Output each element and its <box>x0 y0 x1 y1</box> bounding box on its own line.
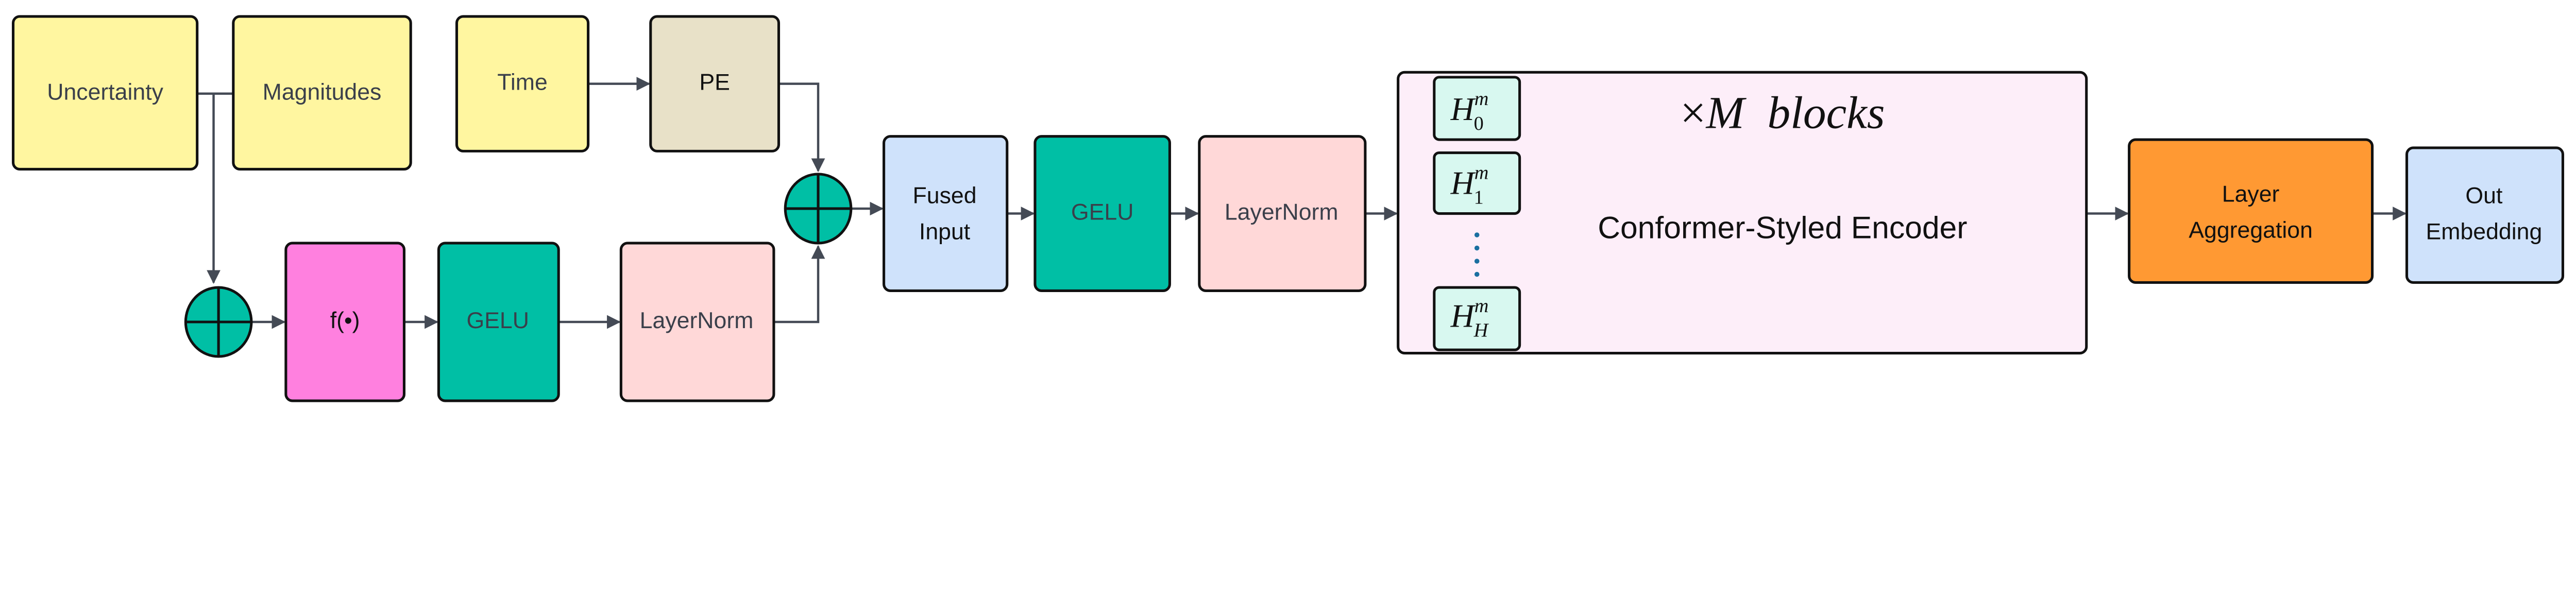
svg-text:Out: Out <box>2465 183 2503 208</box>
svg-text:Time: Time <box>497 70 548 95</box>
connections <box>197 77 2407 329</box>
layernorm-node: LayerNorm <box>1198 135 1367 292</box>
architecture-diagram: Uncertainty Magnitudes Time PE f(•) GELU… <box>11 15 2565 402</box>
svg-text:Aggregation: Aggregation <box>2189 217 2313 243</box>
svg-text:Layer: Layer <box>2222 181 2280 207</box>
uncertainty-node: Uncertainty <box>11 15 199 171</box>
svg-text:Fused: Fused <box>913 183 977 208</box>
svg-text:Hm0: Hm0 <box>1450 88 1489 134</box>
svg-text:LayerNorm: LayerNorm <box>1225 199 1338 225</box>
svg-text:Input: Input <box>919 219 971 245</box>
vertical-dots-icon <box>1474 232 1480 277</box>
out-embedding-node: Out Embedding <box>2405 146 2565 284</box>
svg-text:Embedding: Embedding <box>2426 219 2543 245</box>
svg-text:PE: PE <box>699 70 730 95</box>
svg-text:f(•): f(•) <box>330 308 360 333</box>
gelu-node: GELU <box>1033 135 1171 292</box>
layernorm-lower-node: LayerNorm <box>619 242 775 402</box>
time-node: Time <box>455 15 590 152</box>
svg-text:Uncertainty: Uncertainty <box>47 80 163 105</box>
svg-text:Magnitudes: Magnitudes <box>263 80 382 105</box>
pe-node: PE <box>649 15 781 152</box>
svg-text:LayerNorm: LayerNorm <box>640 308 754 333</box>
encoder-title: Conformer-Styled Encoder <box>1598 210 1967 245</box>
gelu-lower-node: GELU <box>437 242 560 402</box>
circle-plus-icon <box>184 286 253 358</box>
svg-text:HmH: HmH <box>1450 295 1489 342</box>
func-node: f(•) <box>284 242 406 402</box>
svg-text:GELU: GELU <box>466 308 529 333</box>
circle-plus-icon <box>784 173 853 245</box>
svg-text:Hm1: Hm1 <box>1450 162 1489 209</box>
layer-aggregation-node: Layer Aggregation <box>2128 138 2374 284</box>
svg-text:GELU: GELU <box>1071 199 1134 225</box>
fused-input-node: Fused Input <box>883 135 1009 292</box>
magnitudes-node: Magnitudes <box>232 15 412 171</box>
